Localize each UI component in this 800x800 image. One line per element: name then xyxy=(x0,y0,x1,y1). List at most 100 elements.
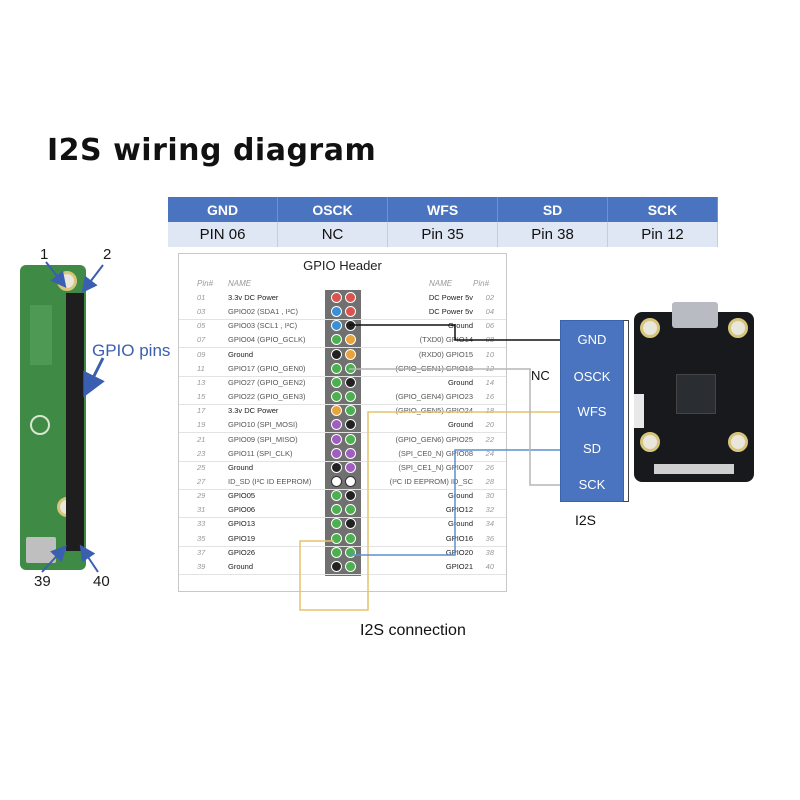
pin-table-header-row: GND OSCK WFS SD SCK xyxy=(168,197,719,222)
right-pin-number: 14 xyxy=(485,377,494,387)
right-pin-number: 08 xyxy=(485,335,494,345)
pin-table-header-cell: OSCK xyxy=(277,197,389,222)
left-pin-number: 03 xyxy=(197,307,206,317)
right-pin-name: GPIO21 xyxy=(445,561,473,571)
left-pin-number: 27 xyxy=(197,476,206,486)
left-pin-number: 13 xyxy=(197,377,206,387)
left-pin-number: 33 xyxy=(197,519,206,529)
left-pin-name: GPIO22 (GPIO_GEN3) xyxy=(228,392,306,402)
left-pin-name: GPIO06 xyxy=(228,505,256,515)
i2s-pin-block: GND OSCK WFS SD SCK xyxy=(560,320,624,502)
left-pin-column-header: Pin# xyxy=(197,279,214,288)
pin-40-arrow xyxy=(79,544,99,573)
i2s-osck-label: OSCK xyxy=(573,369,611,384)
left-pin-number: 29 xyxy=(197,491,206,501)
i2s-sd-label: SD xyxy=(582,441,602,456)
right-pin-number: 10 xyxy=(485,349,494,359)
board-silkscreen xyxy=(30,305,52,365)
right-pin-name: Ground xyxy=(447,519,473,529)
left-pin-number: 19 xyxy=(197,420,206,430)
right-pin-name: GPIO16 xyxy=(445,533,473,543)
right-pin-name: (GPIO_GEN5) GPIO24 xyxy=(395,406,473,416)
raspberry-pi-board xyxy=(20,265,86,570)
left-pin-name: 3.3v DC Power xyxy=(228,406,279,416)
i2s-bracket xyxy=(623,320,629,502)
pin-table-header-cell: GND xyxy=(168,197,278,222)
left-pin-name: GPIO27 (GPIO_GEN2) xyxy=(228,377,306,387)
right-pin-number: 34 xyxy=(485,519,494,529)
mounting-hole xyxy=(728,318,748,338)
right-pin-number: 22 xyxy=(485,434,494,444)
right-pin-number: 32 xyxy=(485,505,494,515)
right-pin-name: Ground xyxy=(447,321,473,331)
pin-table-header-cell: WFS xyxy=(387,197,499,222)
pin-2-label: 2 xyxy=(103,246,112,263)
right-pin-number: 24 xyxy=(485,448,494,458)
i2s-board-photo xyxy=(634,302,754,482)
gpio-pin-right xyxy=(345,292,356,303)
left-pin-name: GPIO17 (GPIO_GEN0) xyxy=(228,363,306,373)
right-pin-name: GPIO20 xyxy=(445,547,473,557)
left-pin-name: GPIO09 (SPI_MISO) xyxy=(228,434,298,444)
left-pin-name: GPIO04 (GPIO_GCLK) xyxy=(228,335,306,345)
right-pin-name: (SPI_CE1_N) GPIO07 xyxy=(398,462,473,472)
right-pin-name: Ground xyxy=(447,377,473,387)
pin-1-arrow xyxy=(45,261,67,289)
left-pin-number: 09 xyxy=(197,349,206,359)
left-pin-name: GPIO02 (SDA1 , I²C) xyxy=(228,307,299,317)
gpio-pin-left xyxy=(331,320,342,332)
gpio-row: 13 GPIO27 (GPIO_GEN2) Ground 14 xyxy=(179,376,506,390)
left-pin-number: 25 xyxy=(197,462,206,472)
gpio-pin-left xyxy=(331,376,342,388)
right-pin-name: (SPI_CE0_N) GPIO08 xyxy=(398,448,473,458)
right-pin-number: 40 xyxy=(485,561,494,571)
right-pin-name: (TXD0) GPIO14 xyxy=(419,335,473,345)
hdmi-connector-icon xyxy=(672,302,718,328)
right-pin-name: (I²C ID EEPROM) ID_SC xyxy=(389,476,473,486)
i2s-wfs-label: WFS xyxy=(577,404,607,419)
left-name-column-header: NAME xyxy=(228,279,252,288)
pin-39-label: 39 xyxy=(34,573,51,590)
right-pin-name: Ground xyxy=(447,420,473,430)
gpio-pin-right xyxy=(345,306,356,318)
left-pin-name: GPIO10 (SPI_MOSI) xyxy=(228,420,298,430)
gpio-header-title: GPIO Header xyxy=(303,258,382,273)
left-pin-name: Ground xyxy=(228,462,254,472)
left-pin-number: 01 xyxy=(197,293,206,302)
pin-table-header-cell: SCK xyxy=(607,197,719,222)
i2s-sck-label: SCK xyxy=(578,477,606,492)
right-pin-name: GPIO12 xyxy=(445,505,473,515)
rpi-gpio-header xyxy=(66,293,84,551)
gpio-pins-arrow xyxy=(83,357,105,398)
right-pin-number: 36 xyxy=(485,533,494,543)
right-pin-number: 06 xyxy=(485,321,494,331)
pin-mapping-table: GND OSCK WFS SD SCK PIN 06 NC Pin 35 Pin… xyxy=(168,197,719,247)
right-pin-number: 18 xyxy=(485,406,494,416)
right-pin-number: 04 xyxy=(485,307,494,317)
right-pin-number: 28 xyxy=(485,476,494,486)
right-pin-name: Ground xyxy=(447,491,473,501)
right-pin-column-header: Pin# xyxy=(473,279,490,288)
left-pin-number: 35 xyxy=(197,533,206,543)
right-pin-number: 30 xyxy=(485,491,494,501)
right-pin-number: 16 xyxy=(485,392,494,402)
mounting-hole xyxy=(640,432,660,452)
pin-1-label: 1 xyxy=(40,246,49,263)
gpio-pin-left xyxy=(331,391,342,403)
right-name-column-header: NAME xyxy=(429,279,453,288)
